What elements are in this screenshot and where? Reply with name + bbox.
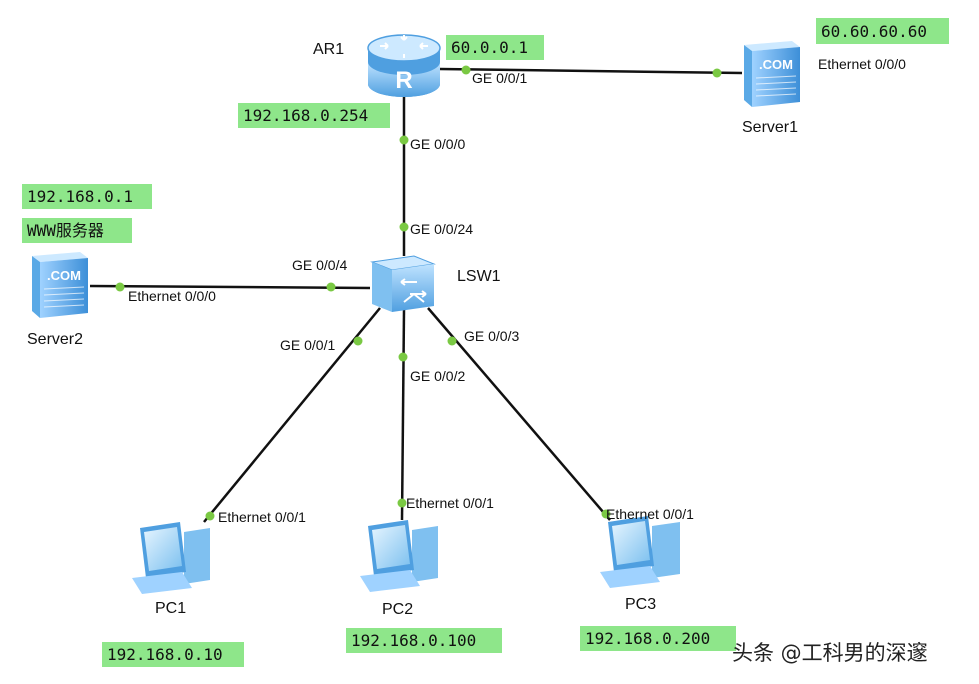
switch-icon (370, 255, 436, 312)
pc-icon (360, 520, 438, 592)
port-dot[interactable] (712, 68, 722, 78)
svg-text:60.0.0.1: 60.0.0.1 (451, 38, 528, 57)
port-dot[interactable] (447, 336, 457, 346)
router-ar1[interactable]: R AR1 (313, 34, 441, 97)
router-icon: R (367, 34, 441, 97)
ip-tags: 60.0.0.1 60.60.60.60 192.168.0.254 192.1… (22, 18, 949, 667)
device-label-server2: Server2 (27, 331, 83, 348)
port-dot[interactable] (399, 222, 409, 232)
link-lsw1-pc1[interactable] (203, 307, 381, 523)
port-dot[interactable] (353, 336, 363, 346)
port-label-lsw-g1: GE 0/0/1 (280, 337, 335, 353)
port-label-lsw-g2: GE 0/0/2 (410, 368, 465, 384)
port-labels: GE 0/0/1 Ethernet 0/0/0 GE 0/0/0 GE 0/0/… (128, 56, 906, 525)
device-label-pc3: PC3 (625, 596, 656, 613)
pc3[interactable]: PC3 (600, 516, 680, 613)
svg-text:60.60.60.60: 60.60.60.60 (821, 22, 927, 41)
device-label-server1: Server1 (742, 119, 798, 136)
device-label-pc1: PC1 (155, 600, 186, 617)
svg-text:192.168.0.1: 192.168.0.1 (27, 187, 133, 206)
port-dot[interactable] (601, 509, 611, 519)
port-dot[interactable] (398, 352, 408, 362)
server1-com-text: .COM (759, 57, 793, 72)
pc1[interactable]: PC1 (132, 522, 210, 617)
watermark: 头条 @工科男的深邃 (732, 641, 928, 665)
link-server2-lsw1[interactable] (89, 284, 371, 290)
ip-tag-server2: 192.168.0.1 (22, 184, 152, 209)
watermark-text: 头条 @工科男的深邃 (732, 641, 928, 665)
ip-tag-pc2: 192.168.0.100 (346, 628, 502, 653)
pc-icon (132, 522, 210, 594)
server-icon: .COM (744, 41, 800, 107)
server2-com-text: .COM (47, 268, 81, 283)
port-dot[interactable] (115, 282, 125, 292)
port-label-pc1-eth: Ethernet 0/0/1 (218, 509, 306, 525)
ip-tag-ar1-wan: 60.0.0.1 (446, 35, 544, 60)
port-label-ar1-g1: GE 0/0/1 (472, 70, 527, 86)
svg-text:192.168.0.10: 192.168.0.10 (107, 645, 223, 664)
svg-text:192.168.0.254: 192.168.0.254 (243, 106, 368, 125)
port-label-lsw-g24: GE 0/0/24 (410, 221, 473, 237)
port-label-server2-eth: Ethernet 0/0/0 (128, 288, 216, 304)
device-label-pc2: PC2 (382, 601, 413, 618)
pc2[interactable]: PC2 (360, 520, 438, 618)
port-label-pc2-eth: Ethernet 0/0/1 (406, 495, 494, 511)
link-lsw1-pc3[interactable] (427, 307, 611, 521)
port-dot[interactable] (326, 282, 336, 292)
server2[interactable]: .COM Server2 (27, 252, 88, 348)
port-dot[interactable] (205, 511, 215, 521)
port-label-pc3-eth: Ethernet 0/0/1 (606, 506, 694, 522)
port-label-lsw-g4: GE 0/0/4 (292, 257, 347, 273)
ip-tag-server2-role: WWW服务器 (22, 218, 132, 243)
svg-text:192.168.0.200: 192.168.0.200 (585, 629, 710, 648)
device-label-ar1: AR1 (313, 41, 344, 58)
link-lsw1-pc2[interactable] (400, 309, 406, 521)
ip-tag-server1: 60.60.60.60 (816, 18, 949, 44)
port-dot[interactable] (461, 65, 471, 75)
ip-tag-pc1: 192.168.0.10 (102, 642, 244, 667)
link-ar1-server1[interactable] (439, 67, 743, 75)
port-label-server1-eth: Ethernet 0/0/0 (818, 56, 906, 72)
server1[interactable]: .COM Server1 (742, 41, 800, 136)
device-label-lsw1: LSW1 (457, 268, 501, 285)
ip-tag-pc3: 192.168.0.200 (580, 626, 736, 651)
server-icon: .COM (32, 252, 88, 318)
router-letter: R (395, 67, 412, 94)
pc-icon (600, 516, 680, 588)
port-dots (115, 65, 722, 521)
port-dot[interactable] (399, 135, 409, 145)
port-dot[interactable] (397, 498, 407, 508)
svg-text:WWW服务器: WWW服务器 (27, 221, 104, 240)
ip-tag-ar1-lan: 192.168.0.254 (238, 103, 390, 128)
switch-lsw1[interactable]: LSW1 (370, 255, 501, 312)
links (89, 67, 743, 523)
port-label-lsw-g3: GE 0/0/3 (464, 328, 519, 344)
port-label-ar1-g0: GE 0/0/0 (410, 136, 465, 152)
svg-text:192.168.0.100: 192.168.0.100 (351, 631, 476, 650)
